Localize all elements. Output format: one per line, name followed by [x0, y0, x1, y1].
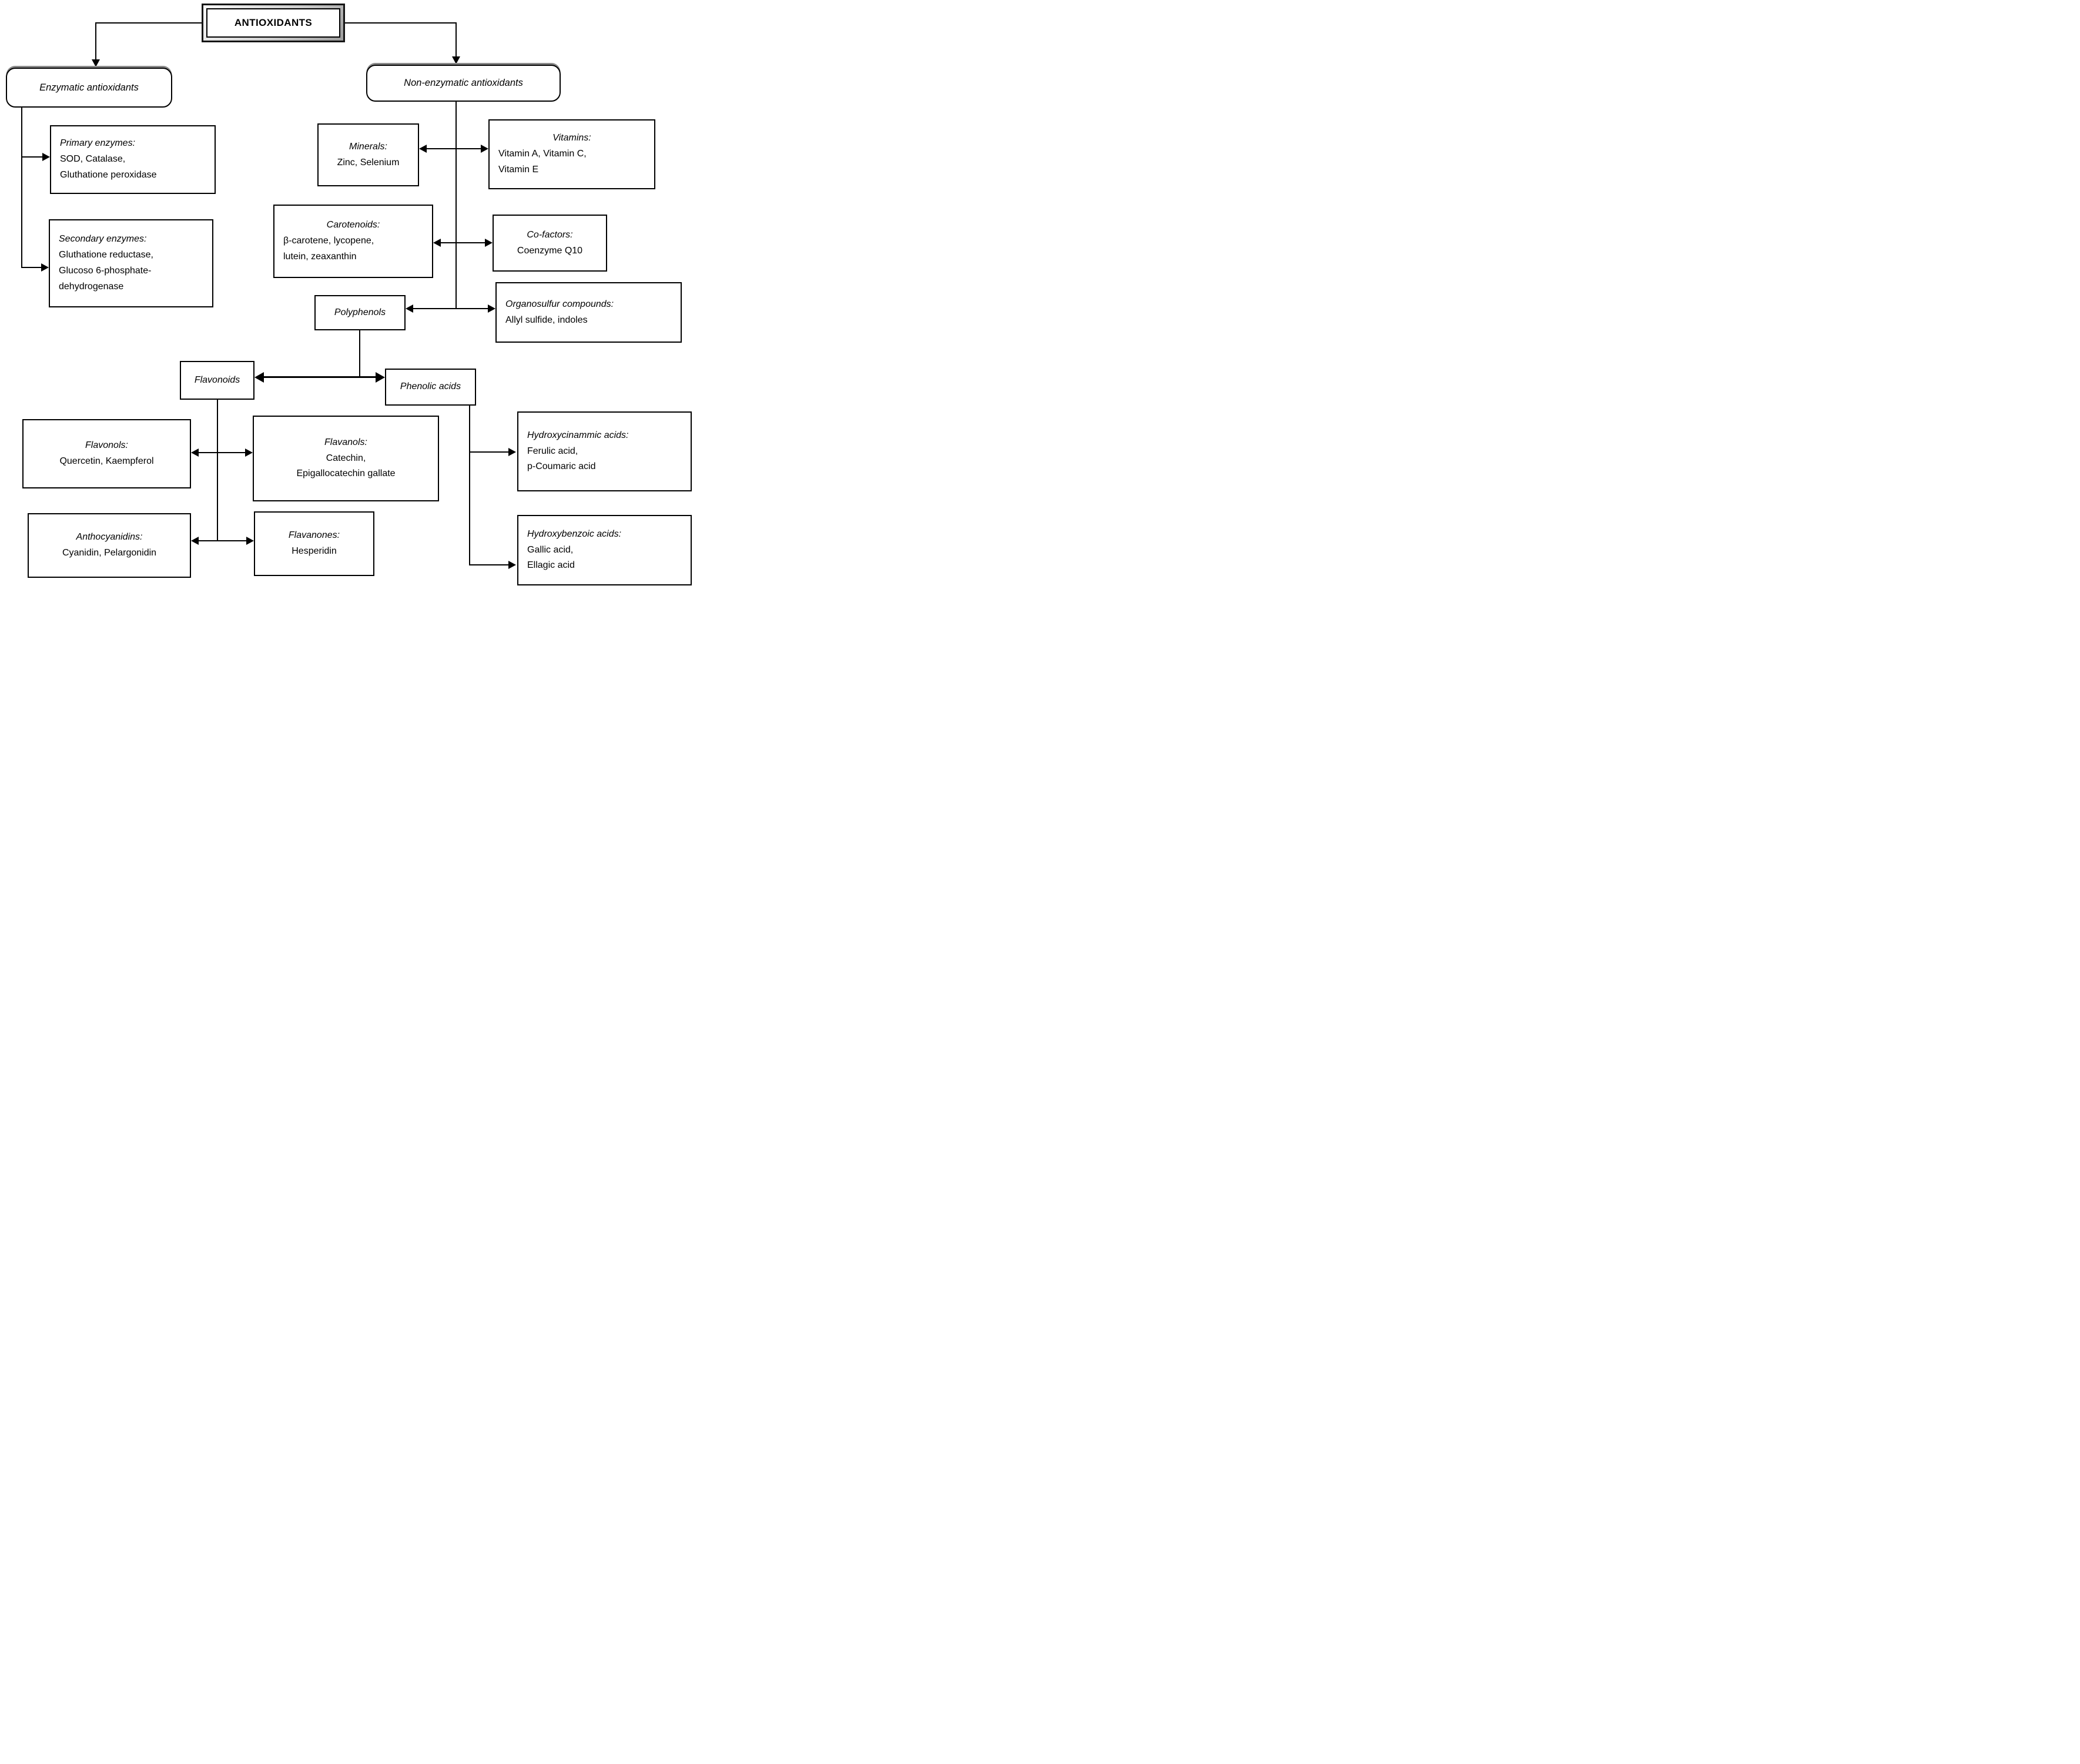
node-carotenoids: Carotenoids: β-carotene, lycopene, lutei… — [273, 205, 433, 278]
arrowhead-left-polyphenols — [406, 304, 413, 313]
carotenoids-title: Carotenoids: — [326, 220, 380, 230]
arrowhead-left-minerals — [419, 145, 427, 153]
connector-enzymatic-trunk — [21, 108, 22, 268]
anthocyanidins-line: Cyanidin, Pelargonidin — [62, 548, 157, 558]
arrowhead-right-flavanols — [245, 448, 253, 457]
arrowhead-down-nonenzymatic — [452, 56, 460, 64]
arrowhead-left-carotenoids — [433, 239, 441, 247]
node-phenolic-acids: Phenolic acids — [385, 369, 476, 406]
hydroxycinammic-line: p-Coumaric acid — [527, 461, 596, 472]
root-box-antioxidants: ANTIOXIDANTS — [202, 4, 345, 42]
connector-root-nonenzymatic-vline — [455, 22, 457, 57]
arrowhead-right-organosulfur — [488, 304, 495, 313]
node-enzymatic-antioxidants: Enzymatic antioxidants — [6, 68, 172, 108]
connector-hydroxycinammic-hline — [469, 451, 509, 453]
node-secondary-enzymes: Secondary enzymes: Gluthatione reductase… — [49, 219, 213, 307]
secondary-enzymes-line: Glucoso 6-phosphate- — [59, 266, 152, 276]
vitamins-line: Vitamin E — [498, 164, 539, 175]
node-flavonoids: Flavonoids — [180, 361, 254, 400]
connector-anthocyanidins-flavanones — [199, 540, 247, 541]
hydroxycinammic-title: Hydroxycinammic acids: — [527, 430, 629, 440]
enzymatic-label: Enzymatic antioxidants — [39, 82, 139, 93]
arrowhead-left-anthocyanidins — [191, 537, 199, 545]
non-enzymatic-label: Non-enzymatic antioxidants — [404, 78, 523, 88]
connector-polyphenols-organosulfur — [413, 308, 489, 309]
node-hydroxybenzoic-acids: Hydroxybenzoic acids: Gallic acid, Ellag… — [517, 515, 692, 585]
arrowhead-right-primary — [42, 153, 50, 161]
node-hydroxycinammic-acids: Hydroxycinammic acids: Ferulic acid, p-C… — [517, 411, 692, 491]
connector-flavonols-flavanols — [199, 452, 246, 453]
cofactors-line: Coenzyme Q10 — [517, 245, 583, 256]
hydroxycinammic-line: Ferulic acid, — [527, 446, 578, 456]
anthocyanidins-title: Anthocyanidins: — [76, 532, 143, 543]
arrowhead-down-enzymatic — [92, 59, 100, 67]
primary-enzymes-line: Gluthatione peroxidase — [60, 169, 157, 180]
node-vitamins: Vitamins: Vitamin A, Vitamin C, Vitamin … — [488, 119, 655, 189]
flavanols-line: Catechin, — [326, 453, 366, 463]
polyphenols-title: Polyphenols — [334, 307, 386, 317]
primary-enzymes-title: Primary enzymes: — [60, 138, 136, 149]
hydroxybenzoic-line: Gallic acid, — [527, 544, 574, 555]
node-flavanols: Flavanols: Catechin, Epigallocatechin ga… — [253, 416, 439, 501]
arrowhead-right-hydroxybenzoic — [508, 561, 516, 569]
organosulfur-line: Allyl sulfide, indoles — [505, 314, 588, 325]
cofactors-title: Co-factors: — [527, 229, 573, 240]
arrowhead-right-cofactors — [485, 239, 493, 247]
hydroxybenzoic-line: Ellagic acid — [527, 560, 575, 571]
connector-carotenoids-cofactors — [440, 242, 485, 243]
arrowhead-right-phenolic — [376, 372, 385, 383]
connector-primary-hline — [21, 156, 43, 158]
connector-phenolic-trunk — [469, 406, 470, 565]
connector-root-enzymatic-vline — [95, 22, 96, 59]
node-minerals: Minerals: Zinc, Selenium — [317, 123, 419, 186]
arrowhead-left-flavonoids — [254, 372, 264, 383]
organosulfur-title: Organosulfur compounds: — [505, 299, 614, 309]
connector-flavonoids-trunk — [217, 400, 218, 541]
node-polyphenols: Polyphenols — [314, 295, 406, 330]
root-label: ANTIOXIDANTS — [206, 8, 340, 38]
node-cofactors: Co-factors: Coenzyme Q10 — [493, 215, 607, 272]
minerals-line: Zinc, Selenium — [337, 157, 400, 168]
node-primary-enzymes: Primary enzymes: SOD, Catalase, Gluthati… — [50, 125, 216, 194]
secondary-enzymes-line: Gluthatione reductase, — [59, 250, 153, 260]
connector-flavonoids-phenolic — [263, 376, 377, 378]
hydroxybenzoic-title: Hydroxybenzoic acids: — [527, 528, 622, 539]
connector-secondary-hline — [21, 267, 42, 268]
node-organosulfur: Organosulfur compounds: Allyl sulfide, i… — [495, 282, 682, 343]
flavonoids-title: Flavonoids — [194, 374, 240, 385]
node-flavanones: Flavanones: Hesperidin — [254, 511, 374, 576]
connector-root-nonenzymatic-hline — [345, 22, 457, 24]
flavanones-title: Flavanones: — [288, 530, 340, 541]
phenolic-acids-title: Phenolic acids — [400, 381, 461, 392]
minerals-title: Minerals: — [349, 141, 387, 152]
carotenoids-line: lutein, zeaxanthin — [283, 251, 357, 262]
flavonols-title: Flavonols: — [85, 440, 128, 451]
arrowhead-right-vitamins — [481, 145, 488, 153]
connector-minerals-vitamins — [426, 148, 481, 149]
arrowhead-right-hydroxycinammic — [508, 448, 516, 456]
connector-nonenzymatic-trunk — [455, 102, 457, 309]
secondary-enzymes-line: dehydrogenase — [59, 281, 124, 292]
node-flavonols: Flavonols: Quercetin, Kaempferol — [22, 419, 191, 488]
carotenoids-line: β-carotene, lycopene, — [283, 236, 374, 246]
arrowhead-right-flavanones — [246, 537, 254, 545]
arrowhead-left-flavonols — [191, 448, 199, 457]
connector-polyphenols-stem — [359, 330, 360, 377]
node-non-enzymatic-antioxidants: Non-enzymatic antioxidants — [366, 65, 561, 102]
node-anthocyanidins: Anthocyanidins: Cyanidin, Pelargonidin — [28, 513, 191, 578]
flavanols-line: Epigallocatechin gallate — [296, 468, 396, 479]
vitamins-line: Vitamin A, Vitamin C, — [498, 149, 587, 159]
primary-enzymes-line: SOD, Catalase, — [60, 154, 126, 165]
arrowhead-right-secondary — [41, 263, 49, 272]
connector-root-enzymatic-hline — [95, 22, 202, 24]
vitamins-title: Vitamins: — [552, 133, 591, 143]
flavanols-title: Flavanols: — [324, 437, 367, 447]
flavanones-line: Hesperidin — [292, 546, 337, 556]
connector-hydroxybenzoic-hline — [469, 564, 509, 565]
flavonols-line: Quercetin, Kaempferol — [59, 456, 154, 466]
antioxidants-flowchart: ANTIOXIDANTS Enzymatic antioxidants Non-… — [0, 0, 694, 588]
secondary-enzymes-title: Secondary enzymes: — [59, 234, 147, 245]
